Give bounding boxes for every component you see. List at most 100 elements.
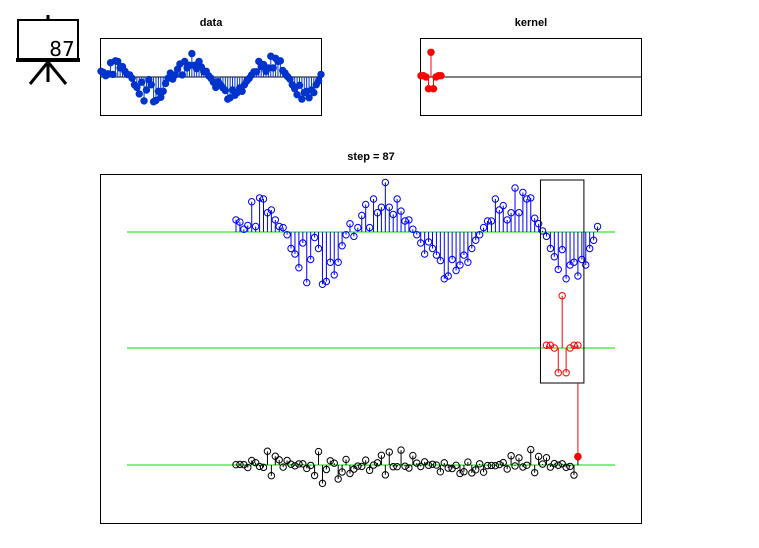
output-stem-marker: [271, 452, 280, 460]
data-stem-marker: [369, 195, 378, 203]
kernel-chart-title: kernel: [514, 17, 548, 29]
data-stem-marker: [381, 178, 390, 187]
output-stem-marker: [562, 463, 570, 472]
kernel-stem-marker: [570, 341, 578, 349]
data-stem-marker: [405, 216, 413, 224]
current-output-marker: [574, 452, 582, 461]
output-stem-marker: [499, 458, 507, 467]
data-stem-marker: [377, 203, 386, 211]
output-stem-marker: [456, 469, 464, 478]
data-stem-marker: [460, 251, 468, 259]
data-stem-marker: [444, 272, 452, 280]
output-stem-marker: [365, 466, 374, 475]
data-stem-marker: [550, 253, 559, 261]
data-stem-marker: [259, 195, 268, 203]
output-stem-marker: [248, 456, 256, 465]
output-stem-marker: [381, 471, 390, 479]
output-stem-marker: [342, 455, 350, 464]
stem-marker: [142, 86, 151, 94]
output-stem-marker: [515, 454, 523, 462]
output-stem-marker: [417, 462, 425, 471]
data-stem-marker: [534, 220, 543, 228]
presentation-board-graphic: [16, 15, 80, 85]
data-stem-marker: [456, 261, 464, 269]
data-stem-marker: [240, 225, 248, 233]
output-stem-marker: [452, 461, 460, 470]
stem-marker: [305, 94, 313, 102]
stem-marker: [157, 93, 165, 101]
output-stem-marker: [338, 468, 346, 476]
stem-marker: [422, 73, 430, 81]
data-stem-marker: [562, 275, 570, 283]
data-stem-marker: [251, 222, 260, 231]
kernel-stem-marker: [562, 369, 570, 377]
data-stem-marker: [295, 264, 303, 272]
data-stem-marker: [515, 209, 523, 217]
data-stem-marker: [267, 206, 276, 214]
presentation-board-icon: 87: [14, 14, 84, 86]
data-stem-marker: [393, 195, 401, 203]
data-stem-marker: [417, 239, 425, 247]
output-stem-marker: [361, 456, 370, 464]
output-stem-marker: [479, 468, 488, 476]
output-stem-marker: [401, 462, 409, 470]
data-stem-marker: [487, 217, 496, 225]
output-stem-marker: [299, 460, 307, 468]
stem-marker: [429, 85, 438, 93]
stem-marker: [314, 77, 323, 85]
data-stem-marker: [361, 200, 370, 209]
stem-marker: [252, 68, 261, 76]
data-stem-marker: [303, 278, 311, 287]
kernel-stem-plot: [417, 38, 642, 116]
stem-marker: [135, 90, 143, 98]
output-stem-marker: [460, 468, 468, 476]
stem-marker: [114, 57, 122, 66]
output-stem-marker: [495, 460, 504, 469]
stem-marker: [298, 95, 306, 103]
data-stem-marker: [475, 231, 484, 239]
kernel-stem-marker: [554, 369, 562, 377]
kernel-window-box: [539, 179, 585, 384]
stem-marker: [188, 49, 196, 58]
data-stem-marker: [232, 216, 240, 224]
output-stem-marker: [534, 452, 543, 461]
data-stem-marker: [527, 194, 535, 202]
output-stem-marker: [330, 459, 338, 467]
output-stem-marker: [291, 462, 299, 470]
output-stem-marker: [511, 462, 519, 470]
data-stem-marker: [428, 244, 437, 253]
output-stem-marker: [377, 451, 386, 459]
data-stem-marker: [503, 216, 511, 224]
stem-marker: [295, 81, 304, 90]
output-stem-marker: [530, 468, 539, 477]
kernel-stem-marker: [574, 341, 582, 349]
output-stem-marker: [566, 462, 574, 471]
data-stem-marker: [271, 216, 280, 224]
kernel-stem-marker: [550, 344, 559, 352]
output-stem-marker: [436, 468, 445, 476]
data-stem-marker: [472, 236, 480, 244]
stem-marker: [137, 78, 146, 86]
data-stem-marker: [397, 207, 405, 215]
output-stem-marker: [527, 445, 535, 454]
output-stem-marker: [283, 456, 291, 465]
data-stem-marker: [424, 238, 433, 246]
output-stem-marker: [354, 462, 362, 470]
stem-marker: [427, 48, 435, 57]
output-stem-marker: [507, 452, 515, 460]
data-stem-marker: [283, 231, 291, 239]
data-stem-marker: [432, 251, 441, 259]
output-stem-marker: [244, 463, 252, 472]
output-stem-marker: [487, 461, 496, 470]
output-stem-marker: [483, 461, 492, 470]
output-stem-marker: [409, 451, 417, 460]
data-stem-marker: [314, 244, 323, 253]
data-stem-marker: [322, 277, 331, 286]
data-stem-marker: [586, 244, 594, 253]
output-stem-marker: [373, 459, 382, 467]
output-stem-marker: [251, 459, 260, 467]
kernel-stem-marker: [542, 341, 551, 349]
data-stem-marker: [507, 209, 515, 217]
data-stem-marker: [354, 223, 362, 232]
data-stem-marker: [244, 221, 252, 230]
